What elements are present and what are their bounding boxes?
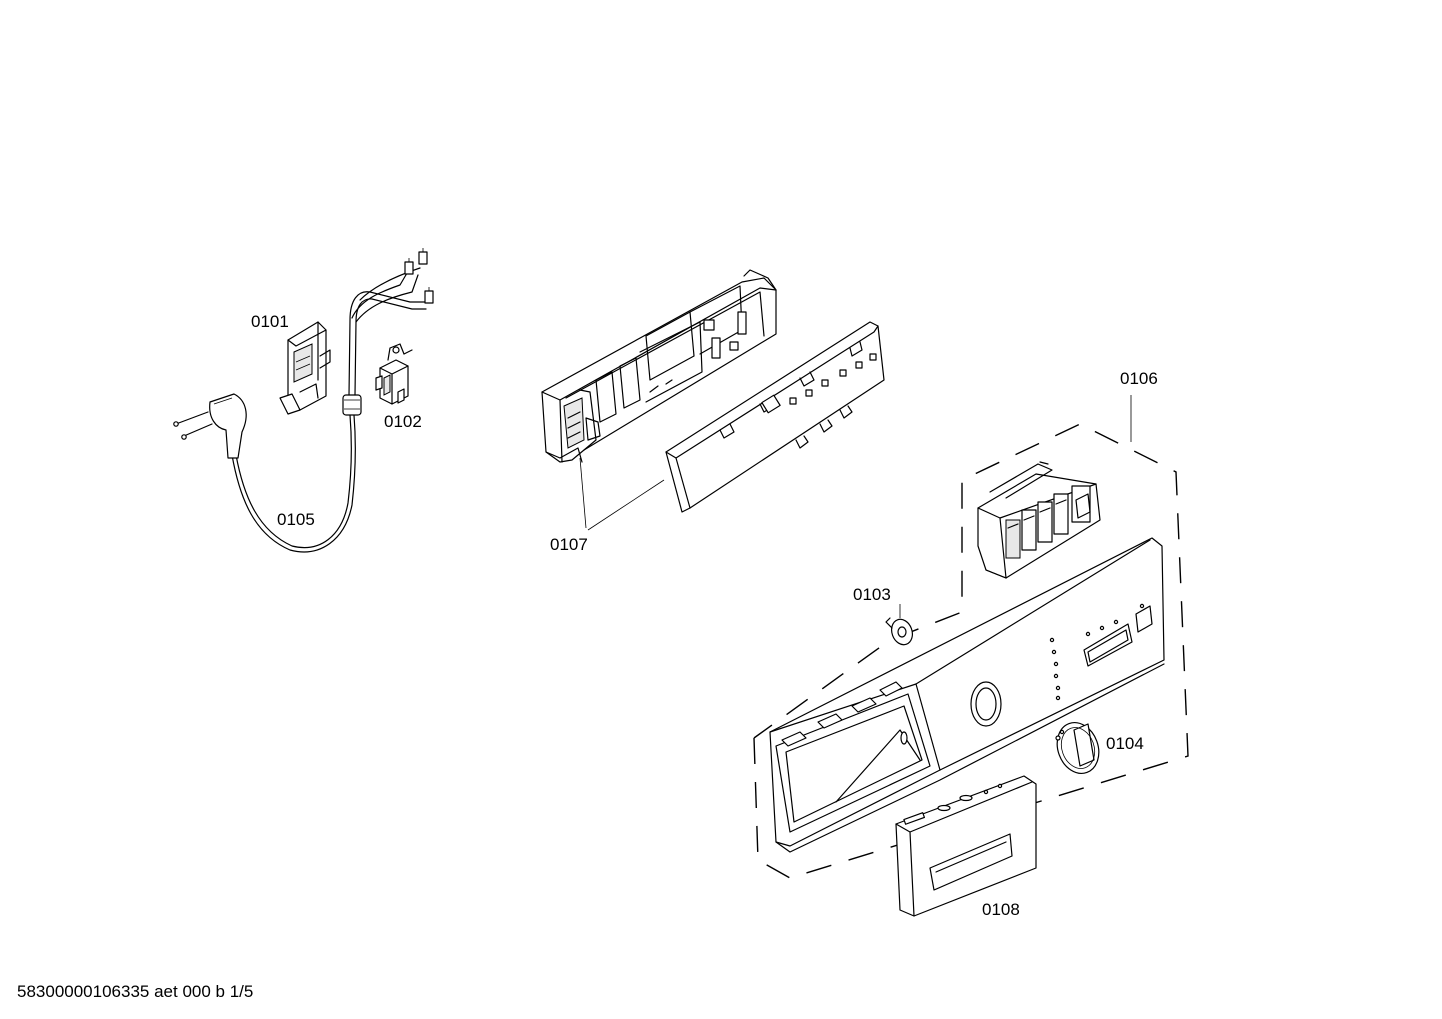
drawer-handle-0108 <box>895 775 1037 917</box>
power-cord-0105 <box>173 248 434 553</box>
assembly-outline-0106 <box>753 395 1189 879</box>
filter-connector-0102 <box>375 343 413 405</box>
label-0108: 0108 <box>982 900 1020 919</box>
label-0103: 0103 <box>853 585 891 604</box>
cord-bracket-0101 <box>279 321 331 415</box>
switch-module-0106 <box>977 461 1101 579</box>
label-0102: 0102 <box>384 412 422 431</box>
control-housing-0107 <box>541 269 777 463</box>
label-0104: 0104 <box>1106 734 1144 753</box>
control-panel-fascia-0106 <box>769 537 1165 853</box>
label-0107: 0107 <box>550 535 588 554</box>
pcb-board-0107 <box>579 321 885 531</box>
label-0105: 0105 <box>277 510 315 529</box>
programme-knob-0104 <box>1055 722 1100 774</box>
document-footer-code: 58300000106335 aet 000 b 1/5 <box>17 982 254 1001</box>
knob-pin-0103 <box>885 604 913 646</box>
label-0101: 0101 <box>251 312 289 331</box>
label-0106: 0106 <box>1120 369 1158 388</box>
